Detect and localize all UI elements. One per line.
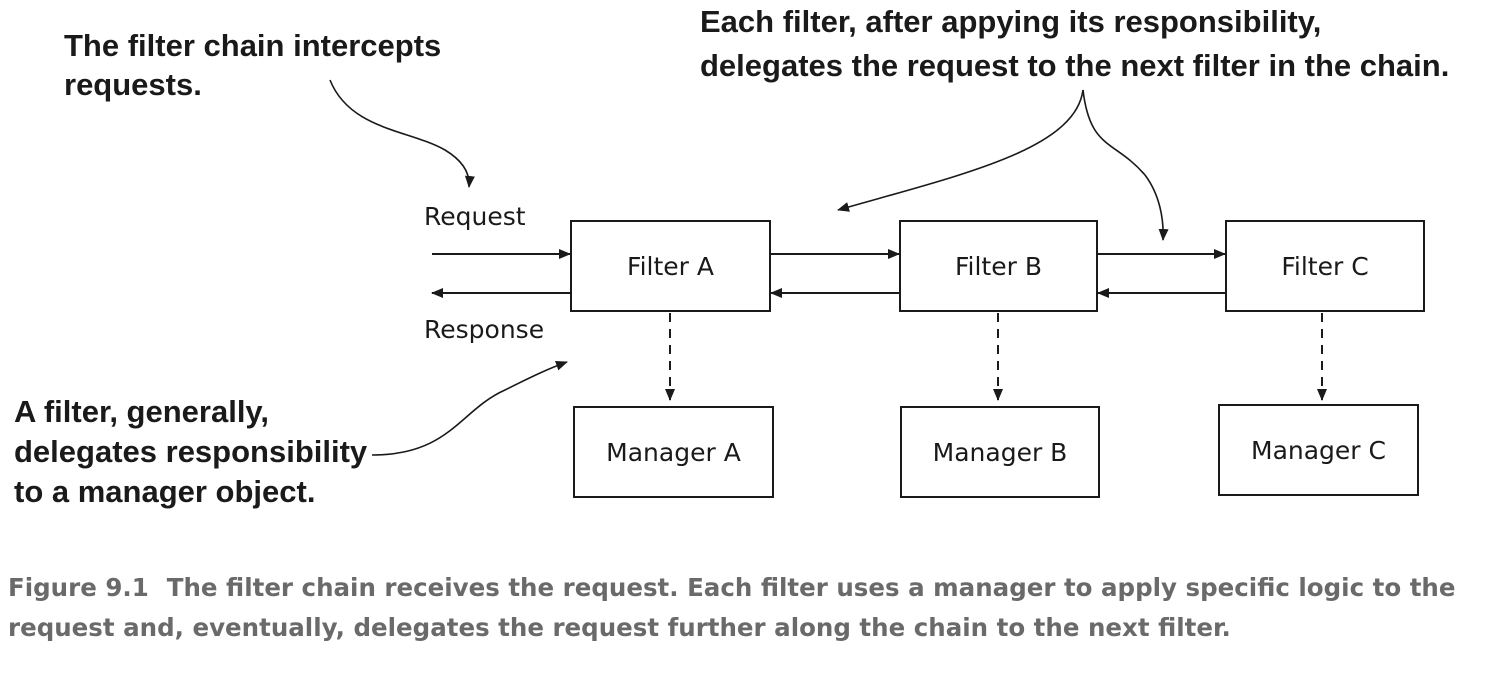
annotation-each-filter-line-2: delegates the request to the next filter… xyxy=(700,48,1449,83)
filter-b-label: Filter B xyxy=(955,252,1042,281)
figure-caption-text: The filter chain receives the request. E… xyxy=(8,573,1456,642)
annotation-pointer-to-filter-a-gap xyxy=(837,89,1084,212)
filter-a-label: Filter A xyxy=(627,252,714,281)
annotation-manager-line-2: delegates responsibility xyxy=(14,434,368,469)
response-label: Response xyxy=(424,315,544,344)
manager-c-label: Manager C xyxy=(1251,436,1386,465)
annotation-manager-line-3: to a manager object. xyxy=(14,474,315,509)
request-label: Request xyxy=(424,202,526,231)
manager-c-box xyxy=(1218,404,1419,496)
filter-chain-diagram: The filter chain intercepts requests. Ea… xyxy=(14,4,1449,509)
annotation-pointer-chain-intercepts xyxy=(329,79,475,188)
manager-a-label: Manager A xyxy=(606,438,741,467)
manager-a-box xyxy=(573,406,774,498)
annotation-manager-line-1: A filter, generally, xyxy=(14,394,269,429)
annotation-pointer-to-filter-b-gap xyxy=(1082,89,1169,241)
annotation-chain-intercepts-line-1: The filter chain intercepts xyxy=(64,28,441,63)
annotation-each-filter-line-1: Each filter, after appying its responsib… xyxy=(700,4,1321,39)
annotation-pointer-manager xyxy=(371,360,568,456)
figure-number: Figure 9.1 xyxy=(8,573,149,602)
manager-b-box xyxy=(900,406,1100,498)
filter-a-box xyxy=(570,220,771,312)
filter-c-box xyxy=(1225,220,1425,312)
manager-b-label: Manager B xyxy=(933,438,1068,467)
filter-b-box xyxy=(899,220,1098,312)
annotation-chain-intercepts-line-2: requests. xyxy=(64,67,202,102)
filter-c-label: Filter C xyxy=(1281,252,1368,281)
